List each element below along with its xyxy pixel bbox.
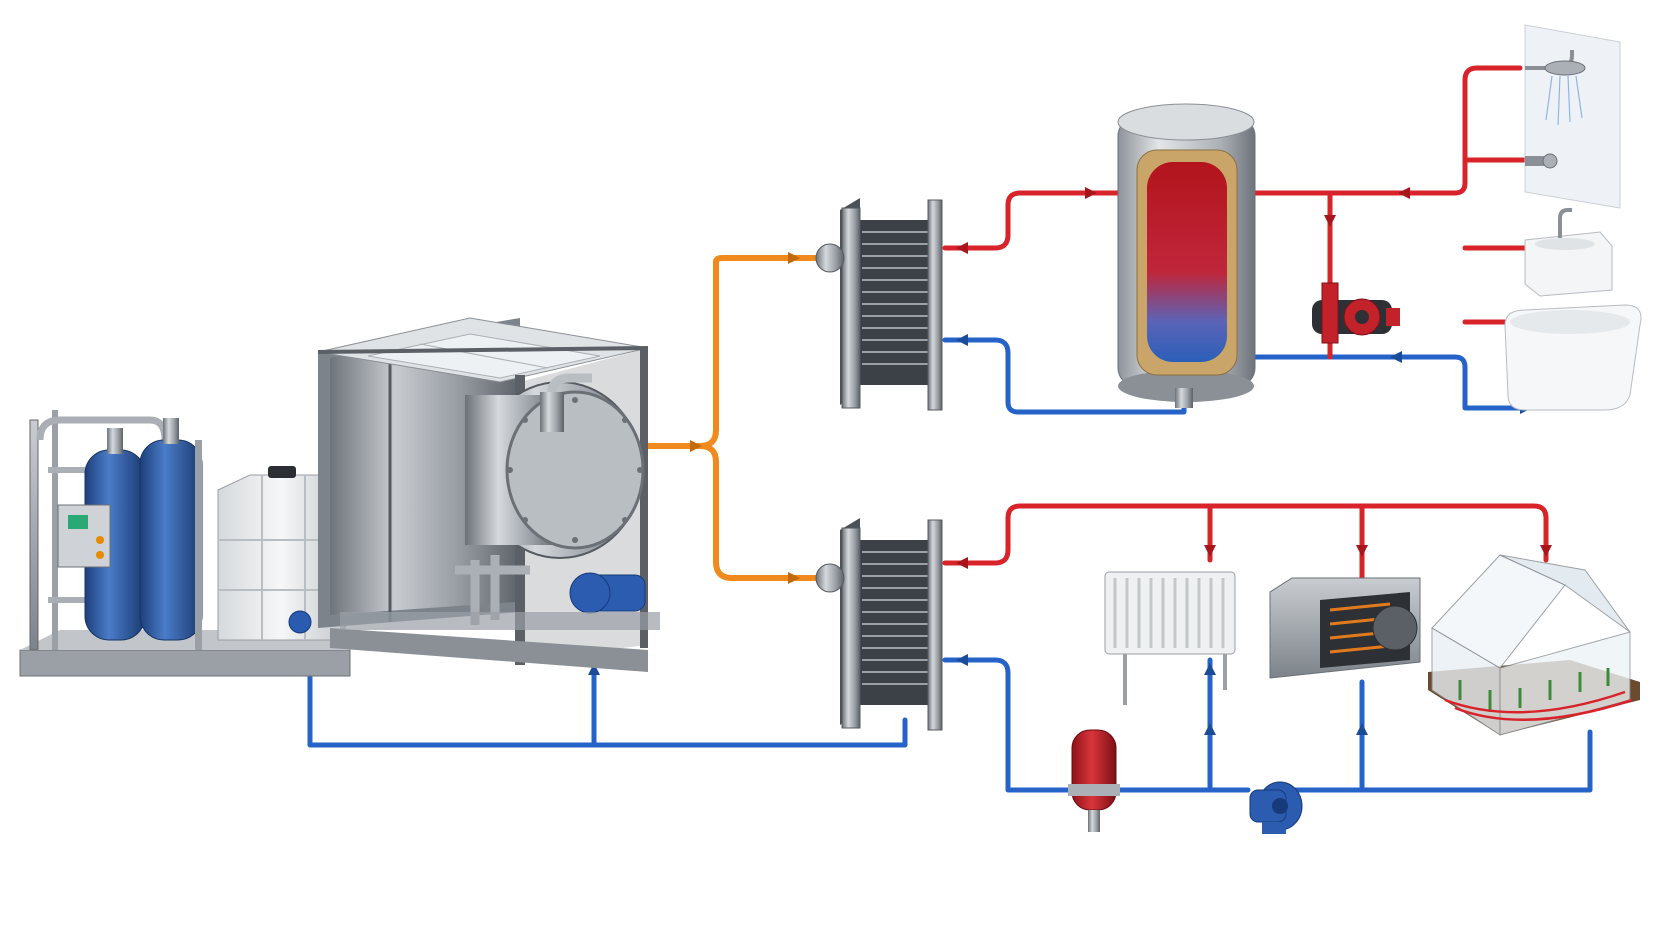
fan-coil-icon [1269,577,1421,679]
circulation-pump-upper [1312,282,1400,344]
shower-icon [1525,50,1586,169]
water-treatment-unit [19,410,351,677]
heat-exchanger-upper [815,198,943,411]
cylinder-icon [1117,103,1256,402]
plate-heat-exchanger-icon [840,198,943,411]
boiler-feed-pump [569,572,646,614]
expansion-vessel [1068,729,1120,832]
pump-icon [1249,781,1303,834]
expansion-vessel-icon [1068,729,1120,832]
boiler-unit [317,317,660,672]
flow-arrows [588,187,1552,735]
washbasin [1524,208,1613,297]
shower [1524,24,1621,209]
source-pipes [562,255,829,581]
filter-vessels-icon [84,418,203,641]
hot-supply-pipes [942,65,1549,583]
plate-heat-exchanger-icon [840,518,943,731]
radiator-icon [1104,571,1236,705]
cold-return-pipes [307,337,1593,793]
hot-water-cylinder [1117,103,1256,408]
fan-coil-unit [1269,577,1421,679]
greenhouse-icon [1428,554,1640,736]
bathtub [1504,304,1642,411]
heat-exchanger-lower [815,518,943,731]
pump-icon [1312,282,1400,344]
greenhouse [1428,554,1640,736]
sink-icon [1524,208,1613,297]
radiator [1104,571,1236,705]
circulation-pump-lower [1249,781,1303,834]
bathtub-icon [1504,304,1642,411]
pipe-network [307,65,1593,793]
